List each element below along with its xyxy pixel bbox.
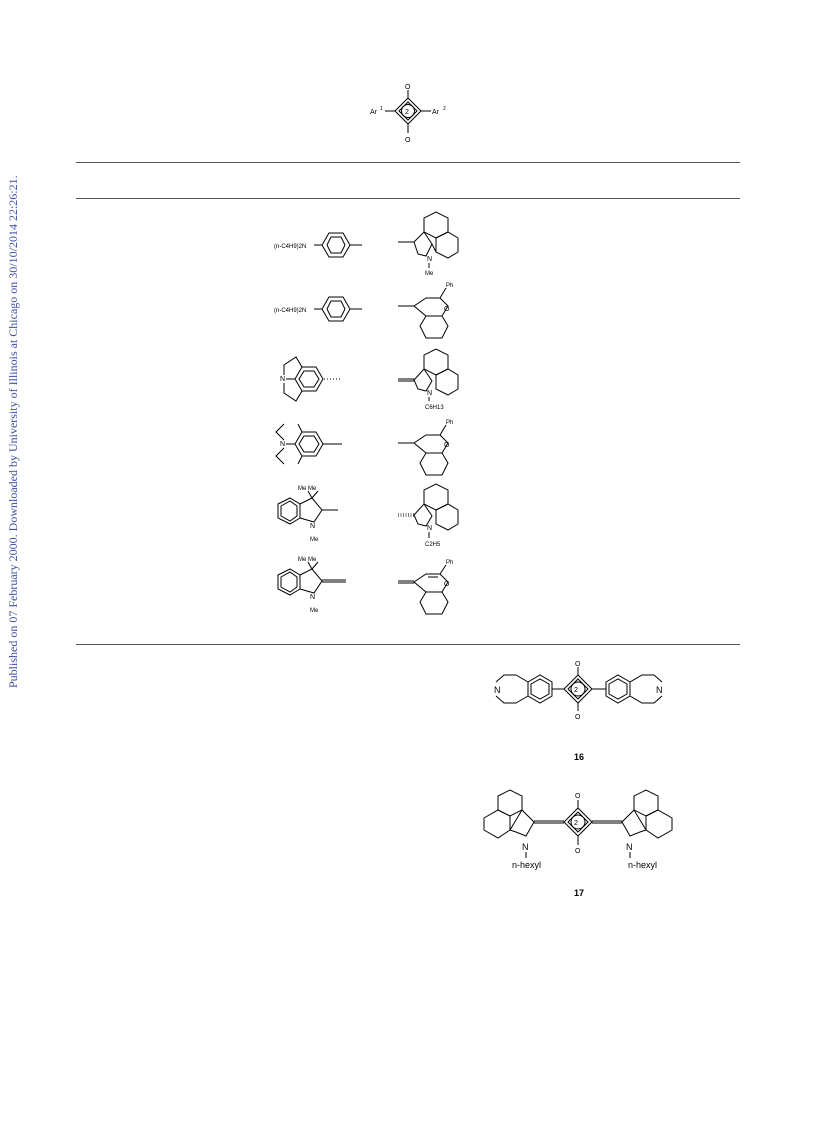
compound-16-structure: N 2 O O N 16	[494, 661, 663, 762]
header-ar2-sup: 2	[443, 106, 446, 112]
row5-ar2-n: N	[427, 525, 432, 532]
compound-16-n-left: N	[494, 685, 501, 695]
row1-ar1-structure: (n-C4H9)2N	[274, 232, 362, 258]
row5-ar1-n: N	[310, 523, 315, 530]
compound-17-label: 17	[574, 888, 584, 898]
row3-ar1-n: N	[280, 376, 285, 383]
compound-16-n-right: N	[656, 685, 663, 695]
row5-ar2-label: C2H5	[425, 542, 441, 548]
compound-17-sub-right: n-hexyl	[628, 860, 657, 870]
row3-ar2-n: N	[427, 390, 432, 397]
compound-17-structure: N n-hexyl 2 O O N n-hexyl 17	[483, 789, 673, 898]
row4-ar2-structure: O Ph	[398, 420, 453, 476]
compound-16-o-bottom: O	[575, 714, 581, 721]
row5-ar1-bottom: Me	[310, 537, 319, 543]
compound-16-label: 16	[574, 752, 584, 762]
row3-ar2-label: C6H13	[425, 405, 444, 411]
compound-17-charge: 2	[574, 820, 578, 827]
header-squaraine-structure: 2 O O Ar 1 Ar 2	[370, 84, 446, 144]
row6-ar1-top: Me Me	[298, 557, 317, 563]
table-rule-header	[76, 198, 740, 199]
row6-ar2-label: Ph	[446, 560, 453, 566]
compound-17-o-top: O	[575, 793, 581, 800]
header-oxygen-top: O	[405, 84, 411, 91]
row4-ar2-hetero: O	[444, 442, 450, 449]
row2-ar2-hetero: O	[444, 306, 450, 313]
row6-ar1-structure: Me Me N Me	[277, 557, 346, 614]
compound-17-n-right: N	[626, 842, 633, 852]
row1-ar2-label: Me	[425, 271, 434, 277]
compound-17-o-bottom: O	[575, 848, 581, 855]
row1-ar2-structure: N Me	[398, 211, 459, 277]
row2-ar1-label: (n-C4H9)2N	[274, 308, 306, 314]
table-rule-bottom	[76, 644, 740, 645]
row5-ar2-structure: N C2H5	[398, 483, 459, 548]
table-rule-top	[76, 162, 740, 163]
header-oxygen-bottom: O	[405, 137, 411, 144]
row2-ar1-structure: (n-C4H9)2N	[274, 296, 362, 322]
row6-ar1-bottom: Me	[310, 608, 319, 614]
row2-ar2-label: Ph	[446, 283, 453, 289]
compound-17-sub-left: n-hexyl	[512, 860, 541, 870]
header-ar1: Ar	[370, 109, 378, 116]
row1-ar2-n: N	[427, 256, 432, 263]
compound-16-charge: 2	[574, 687, 578, 694]
row6-ar2-hetero: O	[444, 581, 450, 588]
header-ar2: Ar	[432, 109, 440, 116]
download-watermark: Published on 07 February 2000. Downloade…	[6, 175, 20, 688]
row3-ar2-structure: N C6H13	[398, 348, 459, 411]
row4-ar1-structure: N	[275, 423, 342, 465]
row2-ar2-structure: O Ph	[398, 283, 453, 339]
watermark-text: Published on 07 February 2000. Downloade…	[6, 175, 20, 688]
row4-ar2-label: Ph	[446, 420, 453, 426]
row5-ar1-structure: Me Me N Me	[277, 486, 338, 543]
header-charge: 2	[405, 109, 409, 116]
row4-ar1-n: N	[280, 441, 285, 448]
row1-ar1-label: (n-C4H9)2N	[274, 244, 306, 250]
compound-16-o-top: O	[575, 661, 581, 668]
compound-17-n-left: N	[522, 842, 529, 852]
row3-ar1-structure: N	[280, 356, 342, 402]
row5-ar1-top: Me Me	[298, 486, 317, 492]
row6-ar1-n: N	[310, 594, 315, 601]
row6-ar2-structure: O Ph	[398, 560, 453, 615]
header-ar1-sup: 1	[380, 106, 383, 112]
